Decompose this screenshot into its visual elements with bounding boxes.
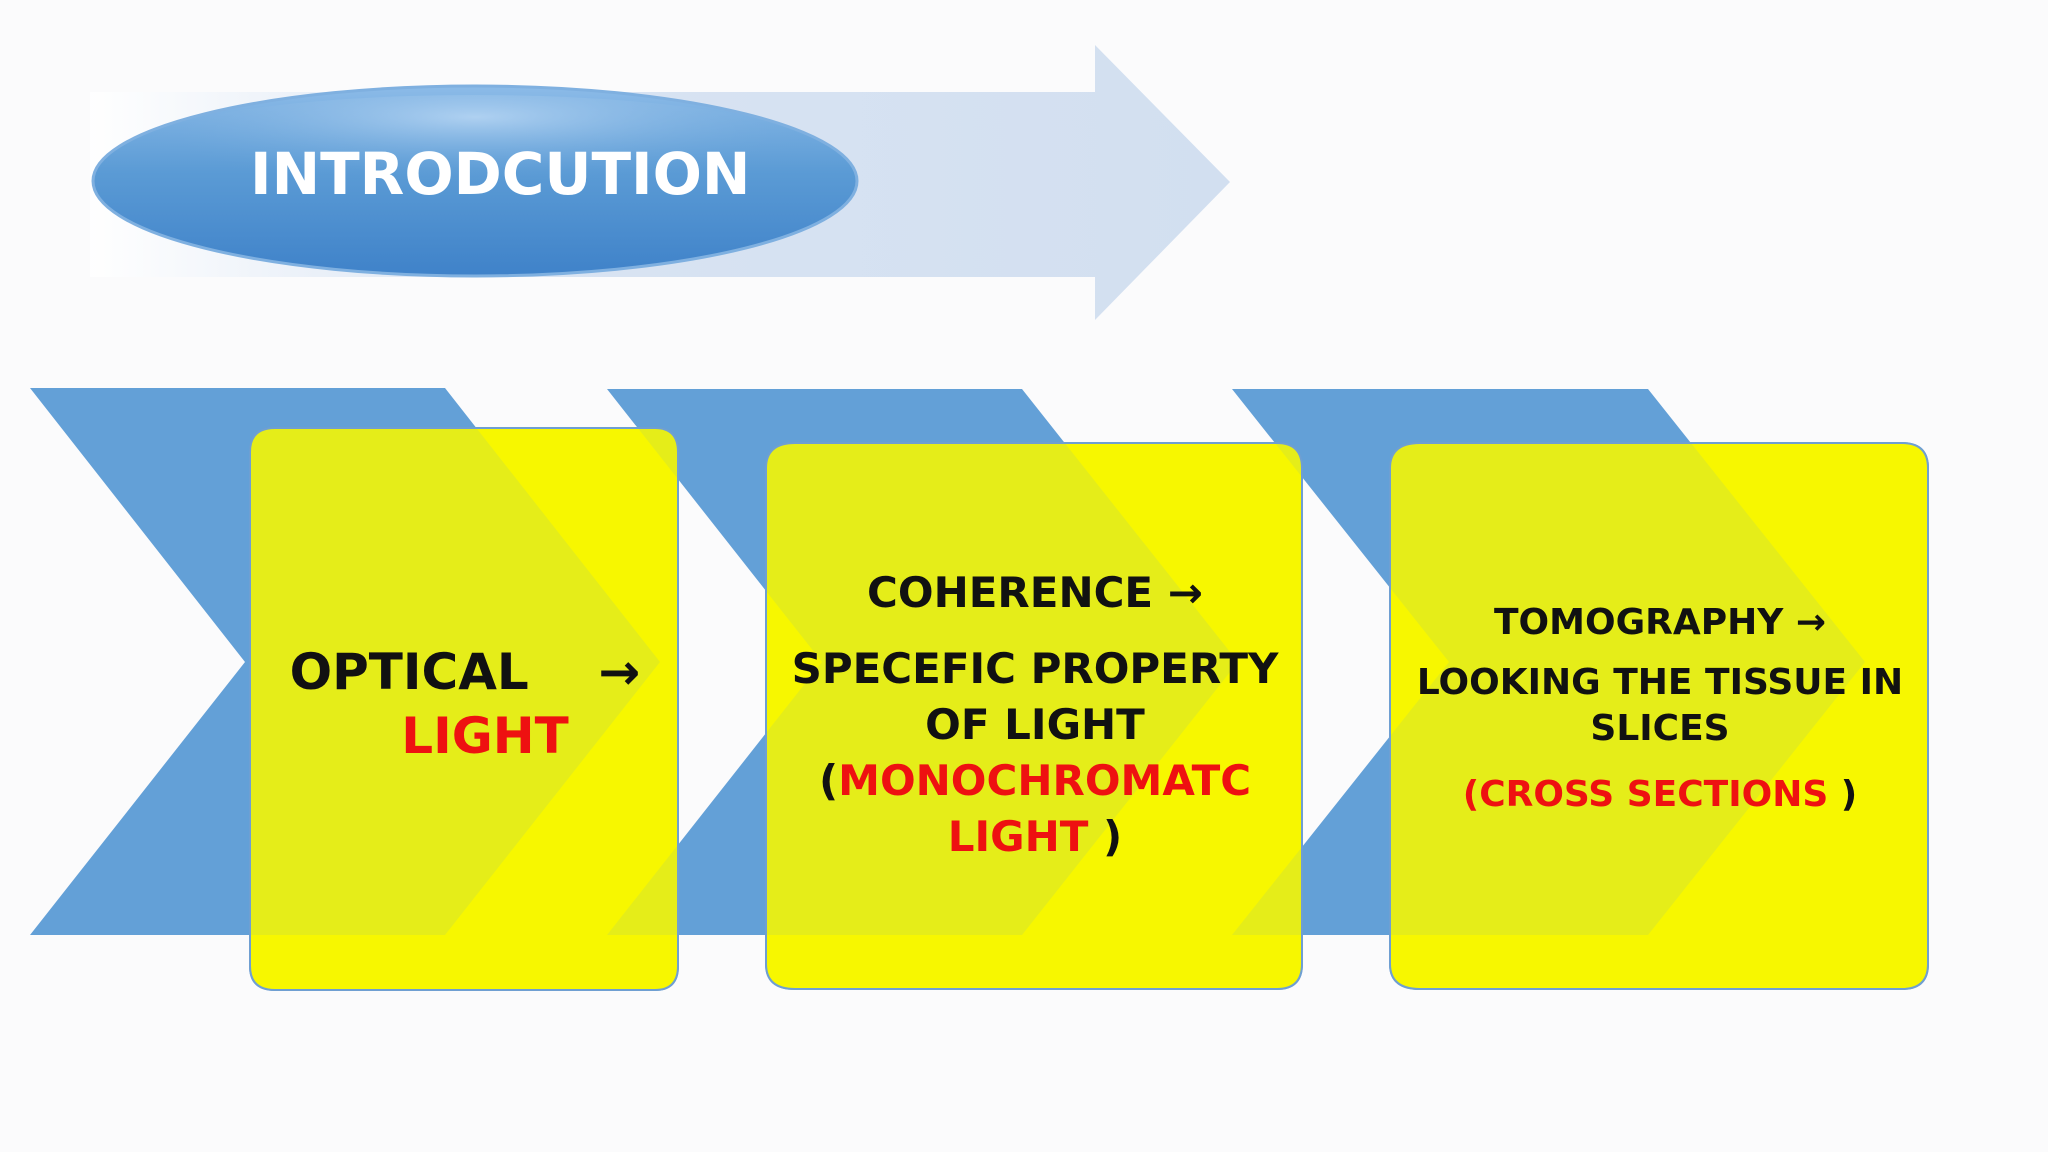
- step-box-1-outline: [249, 427, 679, 991]
- step-3-arrow-icon: →: [1795, 602, 1827, 643]
- step-3-line1: LOOKING THE TISSUE IN: [1416, 662, 1904, 703]
- title-ellipse-highlight: [135, 95, 815, 205]
- slide-title: INTRODCUTION: [250, 140, 751, 208]
- step-2-arrow-icon: →: [1167, 568, 1203, 617]
- step-1-arrow-icon: →: [598, 643, 641, 701]
- step-3-open-paren: (: [1462, 774, 1480, 815]
- step-3-close-paren: ): [1828, 774, 1858, 815]
- step-3-line2: SLICES: [1590, 708, 1730, 749]
- step-2-text: COHERENCE → SPECEFIC PROPERTY OF LIGHT (…: [780, 565, 1290, 865]
- step-1-row1: OPTICAL →: [250, 640, 680, 704]
- step-1-meaning: LIGHT: [401, 707, 569, 765]
- step-1-text: OPTICAL → LIGHT: [250, 640, 680, 768]
- step-box-2-overlay: [766, 443, 1302, 989]
- step-box-3-overlay: [1390, 443, 1928, 989]
- step-2-close-paren: ): [1088, 812, 1123, 861]
- step-2-heading: COHERENCE →: [780, 565, 1290, 621]
- step-2-highlight-row2: LIGHT ): [780, 809, 1290, 865]
- step-2-highlight2: LIGHT: [947, 812, 1089, 861]
- step-2-open-paren: (: [818, 756, 839, 805]
- step-2-line2: OF LIGHT: [925, 700, 1145, 749]
- step-box-2-outline: [765, 442, 1303, 990]
- step-1-word: OPTICAL: [289, 643, 529, 701]
- step-2-highlight: MONOCHROMATC: [838, 756, 1252, 805]
- step-box-3-outline: [1389, 442, 1929, 990]
- step-3-text: TOMOGRAPHY → LOOKING THE TISSUE IN SLICE…: [1410, 600, 1910, 818]
- step-3-word: TOMOGRAPHY: [1493, 602, 1784, 643]
- step-3-heading: TOMOGRAPHY →: [1410, 600, 1910, 646]
- step-2-line1: SPECEFIC PROPERTY: [791, 644, 1279, 693]
- step-2-word: COHERENCE: [867, 568, 1154, 617]
- step-3-highlight: CROSS SECTIONS: [1479, 774, 1829, 815]
- step-3-highlight-row: (CROSS SECTIONS ): [1410, 772, 1910, 818]
- step-2-highlight-row: (MONOCHROMATC: [780, 753, 1290, 809]
- step-box-1-overlay: [250, 428, 678, 990]
